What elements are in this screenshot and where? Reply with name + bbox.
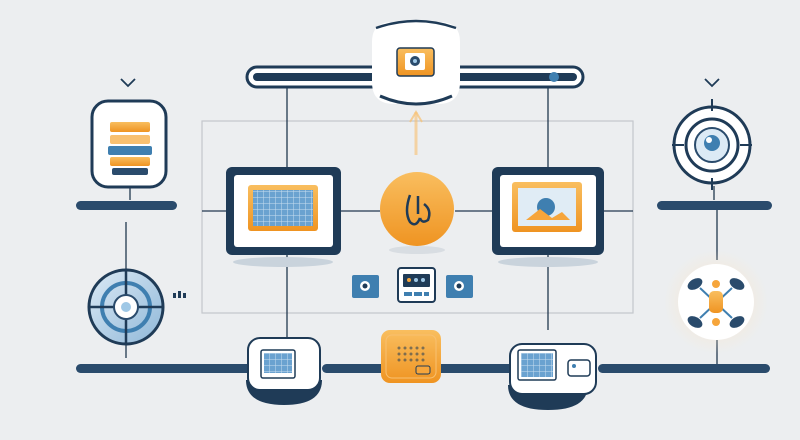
chevron-down-icon xyxy=(120,78,136,88)
camera-device-icon xyxy=(372,19,460,106)
bottom-left-bus xyxy=(76,364,264,373)
server-stack-icon xyxy=(90,99,168,189)
solar-panel-screen-icon xyxy=(226,167,341,267)
small-signal-marks xyxy=(173,291,186,298)
drone-icon xyxy=(664,250,768,354)
power-hub-icon xyxy=(380,172,454,254)
sensor-left-icon xyxy=(352,275,379,298)
bottom-right-panel-icon xyxy=(508,343,597,410)
sensor-right-icon xyxy=(446,275,473,298)
bottom-right-bus xyxy=(598,364,770,373)
bottom-left-panel-icon xyxy=(246,337,322,405)
speaker-box-icon xyxy=(381,330,441,383)
media-screen-icon xyxy=(492,167,604,267)
gear-wheel-icon xyxy=(87,268,165,346)
camera-lens-icon xyxy=(672,99,752,190)
signal-arrow-icon xyxy=(409,110,423,155)
control-panel-icon xyxy=(397,267,436,303)
chevron-down-icon xyxy=(704,78,720,88)
right-upper-bar xyxy=(657,201,772,210)
left-upper-bar xyxy=(76,201,177,210)
